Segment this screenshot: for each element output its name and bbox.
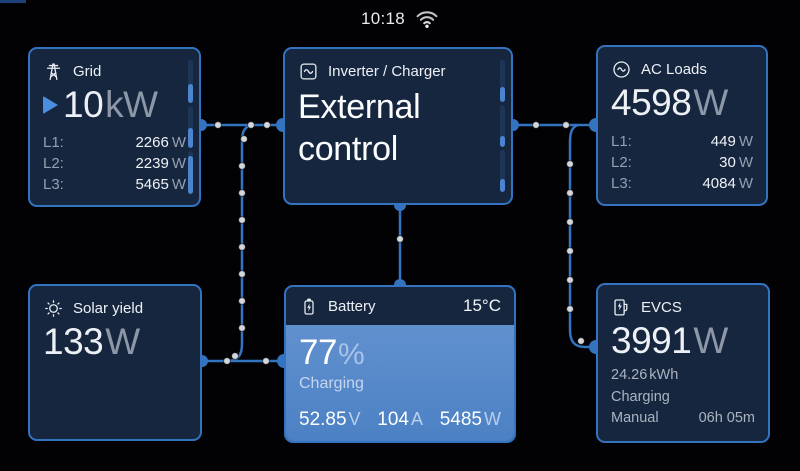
sun-icon xyxy=(43,298,64,319)
solar-tile[interactable]: Solar yield 133 W xyxy=(28,284,202,441)
ac-loads-power: 4598 W xyxy=(598,80,766,125)
evcs-mode: Manual xyxy=(611,410,659,427)
phase-row: L2: 30 W xyxy=(611,154,753,171)
inverter-title: Inverter / Charger xyxy=(328,63,446,80)
ac-loads-icon xyxy=(611,59,632,80)
phase-row: L1: 2266 W xyxy=(43,134,186,151)
ev-charger-icon xyxy=(611,297,632,318)
battery-soc-unit: % xyxy=(337,338,365,371)
grid-power: 10 kW xyxy=(30,82,199,127)
battery-soc-value: 77 xyxy=(299,333,337,372)
battery-soc: 77% xyxy=(286,325,514,373)
grid-power-value: 10 xyxy=(63,84,104,125)
grid-power-unit: kW xyxy=(105,84,158,125)
battery-temperature: 15°C xyxy=(463,296,501,315)
grid-phase-gauge xyxy=(188,60,193,195)
top-left-accent xyxy=(0,0,26,3)
battery-icon xyxy=(299,296,319,317)
battery-title: Battery xyxy=(328,297,376,315)
inverter-phase-gauge xyxy=(500,60,505,192)
phase-row: L2: 2239 W xyxy=(43,155,186,172)
phase-row: L3: 5465 W xyxy=(43,176,186,193)
ac-loads-title: AC Loads xyxy=(641,61,707,78)
ac-loads-power-value: 4598 xyxy=(611,82,692,123)
evcs-power: 3991 W xyxy=(598,318,768,363)
ac-loads-power-unit: W xyxy=(693,82,728,123)
grid-tile[interactable]: Grid 10 kW L1: 2266 W L2: 2239 W L3: 546… xyxy=(28,47,201,207)
evcs-power-value: 3991 xyxy=(611,320,692,361)
phase-row: L3: 4084 W xyxy=(611,175,753,192)
wifi-icon xyxy=(415,9,439,29)
inverter-tile[interactable]: Inverter / Charger External control xyxy=(283,47,513,205)
ac-loads-phase-list: L1: 449 W L2: 30 W L3: 4084 W xyxy=(611,131,753,194)
inverter-icon xyxy=(298,61,319,82)
evcs-power-unit: W xyxy=(693,320,728,361)
grid-phase-list: L1: 2266 W L2: 2239 W L3: 5465 W xyxy=(43,132,186,195)
clock: 10:18 xyxy=(360,9,406,28)
evcs-state: Charging xyxy=(611,388,670,405)
flow-line-branch-evcs xyxy=(568,123,596,349)
flow-dots xyxy=(214,121,585,365)
solar-power-value: 133 xyxy=(43,321,104,362)
solar-title: Solar yield xyxy=(73,300,144,317)
ac-loads-tile[interactable]: AC Loads 4598 W L1: 449 W L2: 30 W L3: 4… xyxy=(596,45,768,206)
status-bar: 10:18 xyxy=(0,7,800,31)
solar-power: 133 W xyxy=(30,319,200,364)
evcs-title: EVCS xyxy=(641,299,682,316)
evcs-session-time: 06h 05m xyxy=(698,410,755,427)
grid-title: Grid xyxy=(73,63,102,80)
solar-power-unit: W xyxy=(105,321,140,362)
phase-row: L1: 449 W xyxy=(611,133,753,150)
inverter-status: External control xyxy=(298,88,421,169)
pylon-icon xyxy=(43,61,64,82)
import-arrow-icon xyxy=(43,96,58,115)
battery-state: Charging xyxy=(299,375,364,392)
